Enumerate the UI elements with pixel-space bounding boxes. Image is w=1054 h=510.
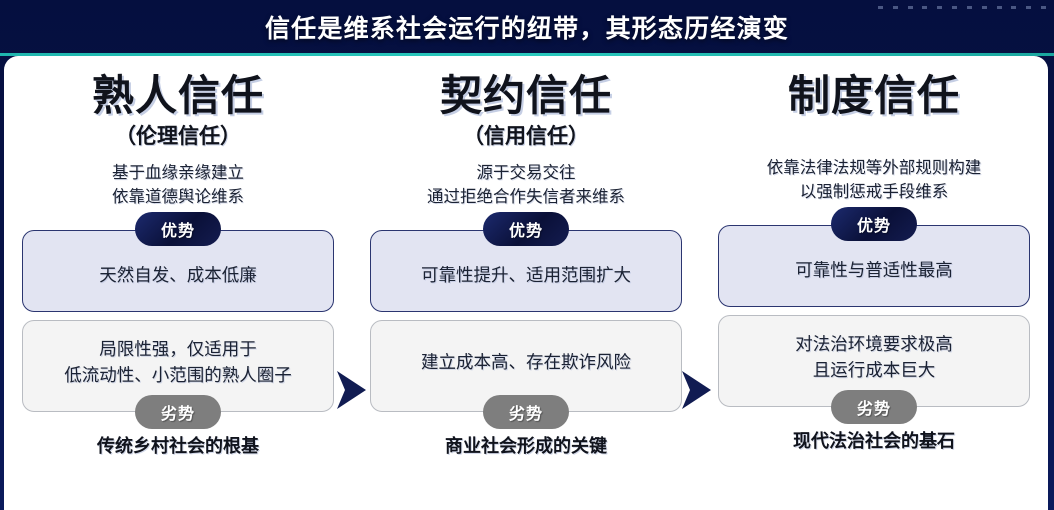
column-title: 制度信任 (787, 72, 960, 119)
disadvantage-block: 对法治环境要求极高且运行成本巨大 劣势 (718, 314, 1030, 424)
column-description: 源于交易交往通过拒绝合作失信者来维系 (427, 164, 625, 207)
header-accent-rule (0, 53, 1054, 56)
advantage-badge: 优势 (482, 211, 570, 246)
corner-dot-decoration (878, 4, 1046, 11)
column-subtitle: （伦理信任） (115, 125, 241, 149)
advantage-badge: 优势 (134, 211, 222, 246)
column-footer: 商业社会形成的关键 (445, 435, 607, 456)
column-footer: 现代法治社会的基石 (793, 430, 955, 451)
disadvantage-badge: 劣势 (830, 389, 918, 424)
column-title: 契约信任 (439, 72, 612, 119)
advantage-block: 可靠性与普适性最高 优势 (718, 206, 1030, 307)
content-card: 熟人信任 （伦理信任） 基于血缘亲缘建立依靠道德舆论维系 天然自发、成本低廉 优… (4, 56, 1048, 510)
column-subtitle: （信用信任） (463, 125, 589, 149)
advantage-block: 天然自发、成本低廉 优势 (22, 211, 334, 312)
advantage-badge: 优势 (830, 206, 918, 241)
disadvantage-badge: 劣势 (482, 394, 570, 429)
column-title: 熟人信任 (91, 72, 264, 119)
disadvantage-block: 局限性强，仅适用于低流动性、小范围的熟人圈子 劣势 (22, 319, 334, 429)
trust-stage-column-2[interactable]: 契约信任 （信用信任） 源于交易交往通过拒绝合作失信者来维系 可靠性提升、适用范… (352, 56, 700, 510)
page-title: 信任是维系社会运行的纽带，其形态历经演变 (264, 14, 789, 43)
trust-stage-column-3[interactable]: 制度信任 依靠法律法规等外部规则构建以强制惩戒手段维系 可靠性与普适性最高 优势… (700, 56, 1048, 510)
column-footer: 传统乡村社会的根基 (97, 435, 259, 456)
trust-stage-column-1[interactable]: 熟人信任 （伦理信任） 基于血缘亲缘建立依靠道德舆论维系 天然自发、成本低廉 优… (4, 56, 352, 510)
disadvantage-text: 局限性强，仅适用于低流动性、小范围的熟人圈子 (22, 319, 334, 412)
advantage-block: 可靠性提升、适用范围扩大 优势 (370, 211, 682, 312)
disadvantage-block: 建立成本高、存在欺诈风险 劣势 (370, 319, 682, 429)
column-description: 依靠法律法规等外部规则构建以强制惩戒手段维系 (766, 159, 982, 202)
disadvantage-badge: 劣势 (134, 394, 222, 429)
column-description: 基于血缘亲缘建立依靠道德舆论维系 (112, 164, 244, 207)
advantage-text: 可靠性与普适性最高 (718, 224, 1030, 307)
trust-stage-columns: 熟人信任 （伦理信任） 基于血缘亲缘建立依靠道德舆论维系 天然自发、成本低廉 优… (4, 56, 1048, 510)
advantage-text: 可靠性提升、适用范围扩大 (370, 229, 682, 312)
